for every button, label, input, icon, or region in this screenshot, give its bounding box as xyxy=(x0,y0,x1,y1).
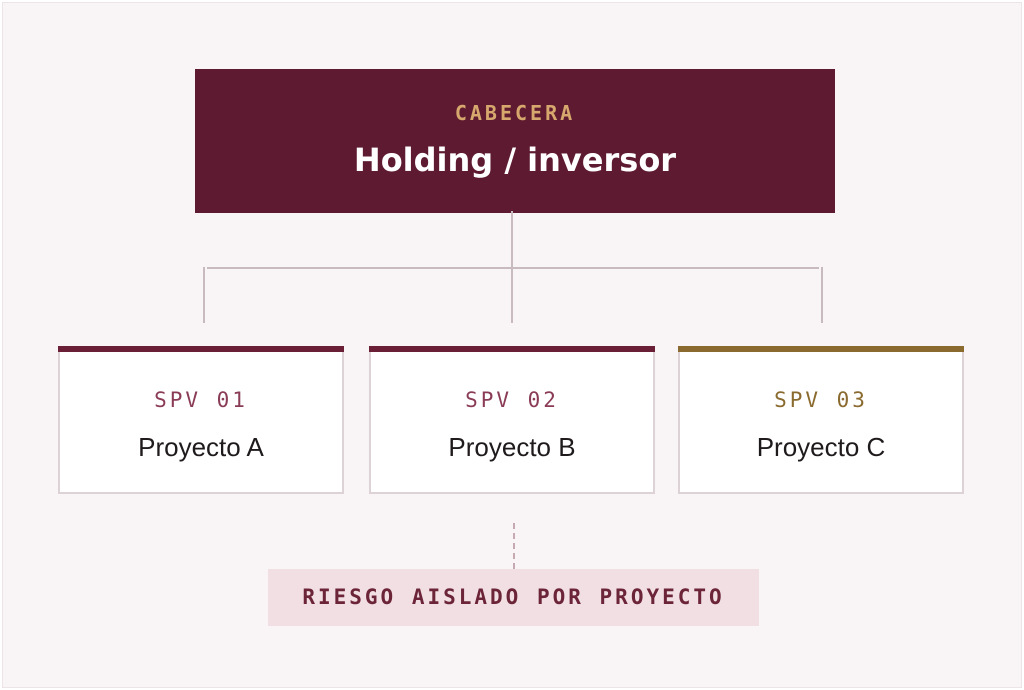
connector-horizontal xyxy=(207,267,819,269)
connector-branch-a xyxy=(203,267,205,323)
connector-dashed xyxy=(513,523,515,569)
spv-node-03: SPV 03 Proyecto C xyxy=(678,346,964,494)
spv-accent-bar xyxy=(58,346,344,352)
spv-name: Proyecto A xyxy=(138,432,264,462)
spv-accent-bar xyxy=(369,346,655,352)
holding-title: Holding / inversor xyxy=(353,141,677,179)
holding-kicker: CABECERA xyxy=(454,101,576,125)
holding-node: CABECERA Holding / inversor xyxy=(195,69,835,213)
spv-node-01: SPV 01 Proyecto A xyxy=(58,346,344,494)
spv-code: SPV 01 xyxy=(154,388,248,412)
spv-accent-bar xyxy=(678,346,964,352)
spv-name: Proyecto B xyxy=(448,432,576,462)
risk-note: RIESGO AISLADO POR PROYECTO xyxy=(268,569,759,626)
spv-code: SPV 03 xyxy=(774,388,868,412)
spv-node-02: SPV 02 Proyecto B xyxy=(369,346,655,494)
spv-name: Proyecto C xyxy=(756,432,886,462)
spv-code: SPV 02 xyxy=(465,388,559,412)
connector-branch-c xyxy=(821,267,823,323)
